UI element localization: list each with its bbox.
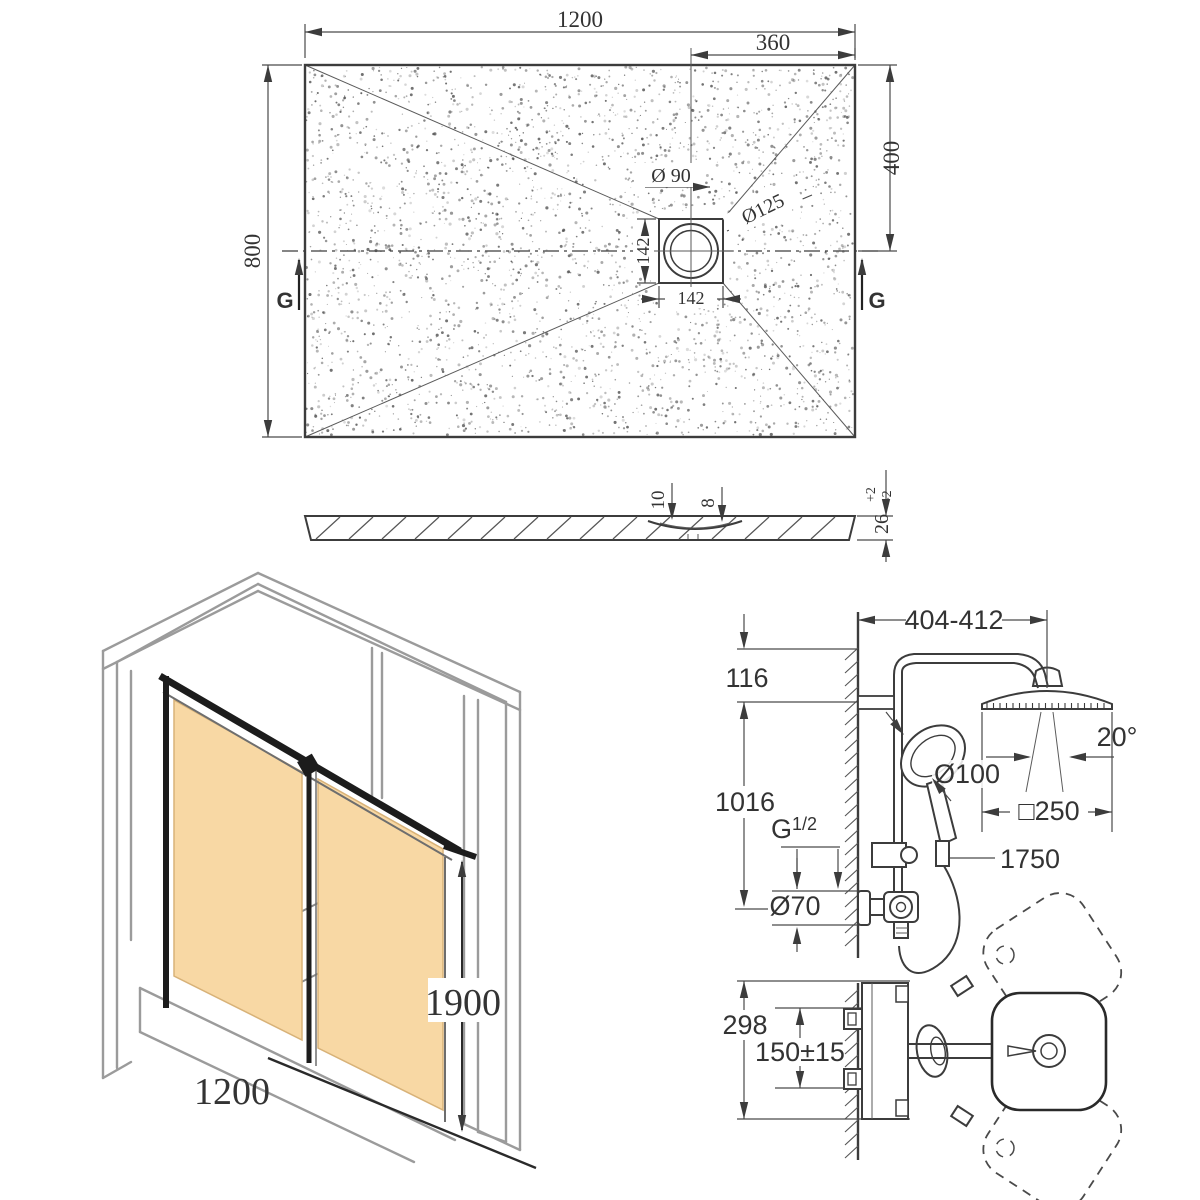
drain-flange-text: Ø125 bbox=[738, 190, 788, 229]
valve-outlet bbox=[893, 921, 909, 939]
wall-hatch-upper bbox=[844, 647, 859, 947]
arm-dim-label: 404-412 bbox=[904, 605, 1003, 635]
hose-nut bbox=[935, 840, 950, 867]
supply-flange bbox=[857, 890, 871, 926]
section-marker-left: G bbox=[276, 288, 293, 313]
valve-dim-label: 298 bbox=[720, 1010, 770, 1040]
glass-panel-right bbox=[317, 777, 444, 1112]
head-swivel-upper bbox=[982, 892, 1123, 1033]
supply-dim-text: Ø70 bbox=[769, 891, 820, 921]
head-hub bbox=[1032, 1034, 1066, 1068]
top-dim-label: 116 bbox=[725, 663, 768, 693]
wall-bracket bbox=[857, 695, 895, 710]
holder-knob bbox=[900, 846, 918, 864]
head-size-label: □250 bbox=[1010, 796, 1088, 826]
pivot-upper bbox=[949, 974, 975, 998]
shower-hose bbox=[898, 865, 961, 974]
section-view: 10 8 26 +2 -2 bbox=[303, 470, 895, 562]
hand-dim-text: Ø100 bbox=[934, 759, 1000, 789]
plan-right-label: 400 bbox=[879, 141, 904, 176]
arm-cone bbox=[915, 1024, 949, 1078]
angle-label: 20° bbox=[1097, 722, 1138, 752]
head-nozzles bbox=[986, 703, 1105, 709]
iso-dimensions: 1900 1200 bbox=[194, 862, 537, 1170]
recess-inner-label: 8 bbox=[698, 498, 719, 508]
hand-shower bbox=[871, 724, 966, 974]
section-marker-right: G bbox=[868, 288, 885, 313]
door-frame bbox=[158, 672, 477, 1122]
sliding-glass-panels bbox=[173, 698, 444, 1112]
plan-view: G G 1200 360 400 800 Ø 90 Ø125 142 142 bbox=[240, 7, 904, 439]
drain-inner-text: Ø 90 bbox=[651, 165, 690, 187]
slope-fold-lines bbox=[304, 64, 856, 438]
thickness-label: 26 +2 -2 bbox=[864, 487, 895, 534]
rail-end-cap bbox=[443, 843, 477, 860]
spray-fan bbox=[1025, 711, 1064, 793]
thermostat-top-view bbox=[843, 892, 1123, 1200]
shower-system-diagram: 404-412 116 1016 G1/2 Ø70 Ø100 20° □250 … bbox=[263, 27, 1138, 1200]
enclosure-frame bbox=[101, 571, 522, 1164]
roller-bracket bbox=[297, 753, 321, 777]
pivot-lower bbox=[949, 1104, 975, 1128]
head-shower bbox=[981, 666, 1113, 793]
valve-knob bbox=[889, 895, 913, 919]
enclosure-height-label: 1900 bbox=[425, 982, 501, 1024]
rail-dim-text: 1016 bbox=[715, 787, 775, 817]
plan-left-label: 800 bbox=[240, 234, 265, 269]
section-markers: G G bbox=[276, 260, 886, 313]
riser-and-arm-pipe bbox=[857, 653, 1049, 893]
arm-taper bbox=[1007, 1045, 1037, 1057]
hose-label: 1750 bbox=[1000, 844, 1060, 874]
thread-g: G bbox=[771, 814, 792, 844]
head-size-text: □250 bbox=[1018, 796, 1079, 826]
plan-width-label: 1200 bbox=[557, 7, 603, 32]
tol-up-text: +2 bbox=[864, 487, 879, 502]
slab-profile bbox=[303, 515, 857, 541]
head-swivel-lower bbox=[982, 1069, 1123, 1200]
thickness-text: 26 bbox=[871, 514, 893, 534]
slab-hatch bbox=[315, 516, 836, 540]
drain-box-v-text: 142 bbox=[633, 238, 653, 265]
drain-box-h-label: 142 bbox=[665, 287, 717, 308]
stipple-texture bbox=[304, 65, 855, 437]
drain-box-v-label: 142 bbox=[633, 226, 654, 276]
centers-dim-label: 150±15 bbox=[755, 1037, 845, 1067]
valve-dim-text: 298 bbox=[722, 1010, 767, 1040]
dimension-arrowheads bbox=[263, 27, 1112, 1132]
drain-box-h-text: 142 bbox=[678, 288, 705, 308]
drain-detail bbox=[648, 48, 734, 295]
tol-dn-text: -2 bbox=[880, 490, 895, 502]
plan-offset-label: 360 bbox=[756, 30, 791, 55]
isometric-enclosure: 1900 1200 bbox=[101, 571, 537, 1170]
rail-dim-label: 1016 bbox=[714, 786, 776, 818]
hand-dim-label: Ø100 bbox=[932, 759, 1004, 789]
thread-label: G1/2 bbox=[771, 814, 817, 844]
drain-flange-label: Ø125 bbox=[721, 180, 805, 238]
recess-outer-label: 10 bbox=[648, 491, 669, 510]
centers-dim-text: 150±15 bbox=[755, 1037, 845, 1067]
thermostat-valve bbox=[857, 890, 919, 939]
valve-plate bbox=[861, 982, 909, 1120]
width-dim-line bbox=[267, 1056, 537, 1170]
thread-frac: 1/2 bbox=[792, 814, 817, 834]
enclosure-width-label: 1200 bbox=[194, 1071, 270, 1113]
supply-dim-label: Ø70 bbox=[768, 891, 822, 921]
